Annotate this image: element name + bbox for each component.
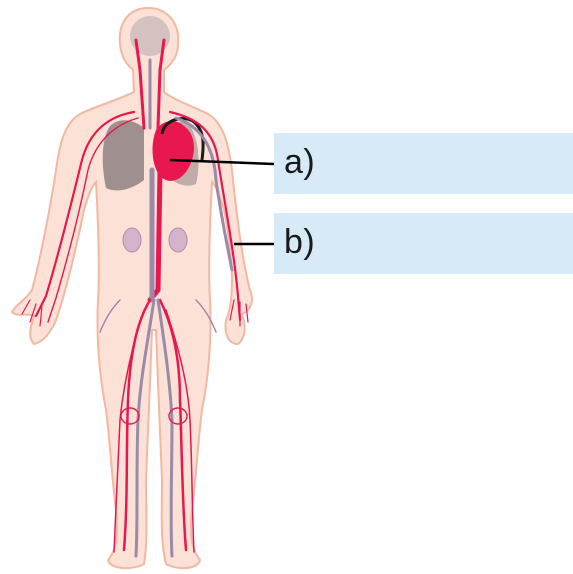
label-box-b: b) [274, 213, 573, 274]
label-b-text: b) [284, 225, 315, 259]
label-box-a: a) [274, 133, 573, 194]
label-a-text: a) [284, 145, 315, 179]
left-lung [103, 120, 144, 190]
human-body-illustration [12, 8, 252, 568]
